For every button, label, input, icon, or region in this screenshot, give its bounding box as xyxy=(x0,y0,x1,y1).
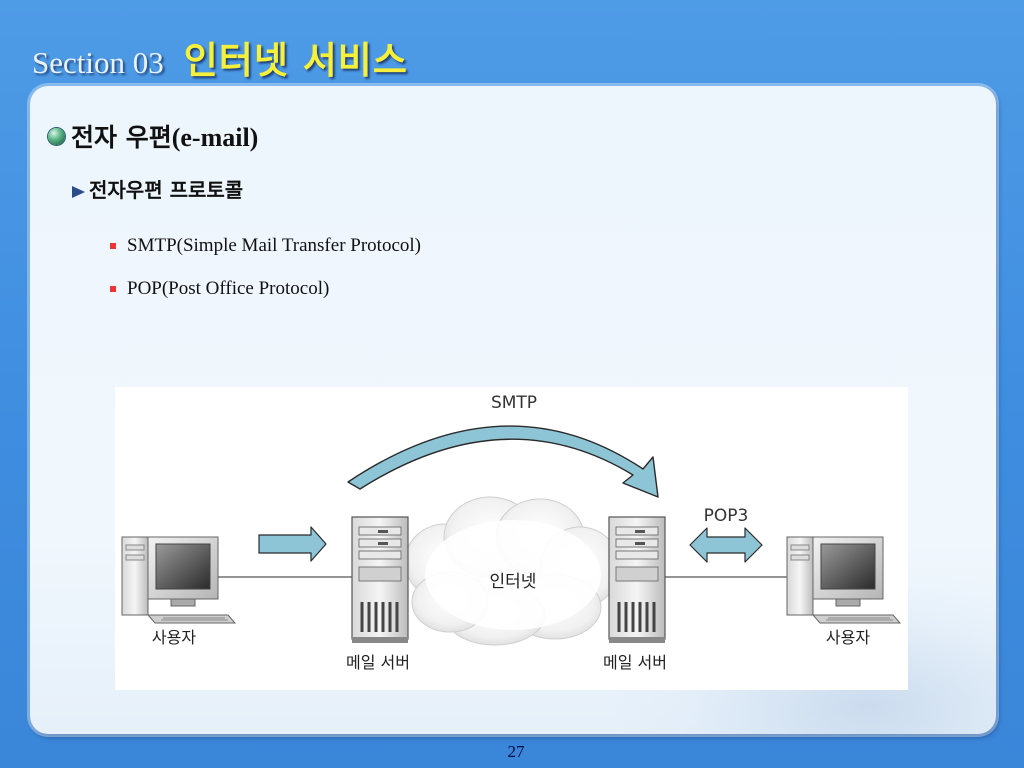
smtp-arrow-icon xyxy=(347,425,659,498)
send-arrow-icon xyxy=(258,526,327,562)
list-item-text: SMTP(Simple Mail Transfer Protocol) xyxy=(127,234,421,256)
section-title: 인터넷 서비스 xyxy=(183,39,408,82)
heading-english: (e-mail) xyxy=(171,123,259,152)
protocol-list: SMTP(Simple Mail Transfer Protocol) POP(… xyxy=(110,224,421,310)
pop3-arrow-icon xyxy=(689,527,763,563)
slide-header: Section 03 인터넷 서비스 xyxy=(32,30,408,82)
right-server-label: 메일 서버 xyxy=(603,653,667,672)
left-user-label: 사용자 xyxy=(152,628,196,647)
section-label: Section 03 xyxy=(32,45,164,80)
list-item: POP(Post Office Protocol) xyxy=(110,267,421,310)
list-item-text: POP(Post Office Protocol) xyxy=(127,277,330,299)
page-number: 27 xyxy=(507,742,525,761)
right-user-computer-icon xyxy=(786,536,902,624)
right-mail-server-icon xyxy=(608,516,666,643)
left-mail-server-icon xyxy=(351,516,409,643)
sphere-bullet-icon xyxy=(48,127,65,145)
square-bullet-icon xyxy=(110,285,116,292)
email-flow-diagram: 인터넷 SMTP POP3 메일 서버 xyxy=(115,387,908,690)
smtp-label: SMTP xyxy=(491,393,537,413)
list-item: SMTP(Simple Mail Transfer Protocol) xyxy=(110,224,421,267)
internet-label: 인터넷 xyxy=(490,572,537,592)
pop3-label: POP3 xyxy=(704,506,749,526)
heading-text: 전자 우편(e-mail) xyxy=(71,118,258,154)
main-heading: 전자 우편(e-mail) xyxy=(48,118,258,154)
left-user-computer-icon xyxy=(121,536,237,624)
heading-korean: 전자 우편 xyxy=(71,123,172,152)
arrow-bullet-icon xyxy=(72,185,85,198)
subheading: 전자우편 프로토콜 xyxy=(72,174,243,203)
square-bullet-icon xyxy=(110,242,116,249)
internet-cloud-icon xyxy=(404,496,621,646)
right-user-label: 사용자 xyxy=(826,628,870,647)
subheading-text: 전자우편 프로토콜 xyxy=(89,178,244,202)
left-server-label: 메일 서버 xyxy=(346,653,410,672)
